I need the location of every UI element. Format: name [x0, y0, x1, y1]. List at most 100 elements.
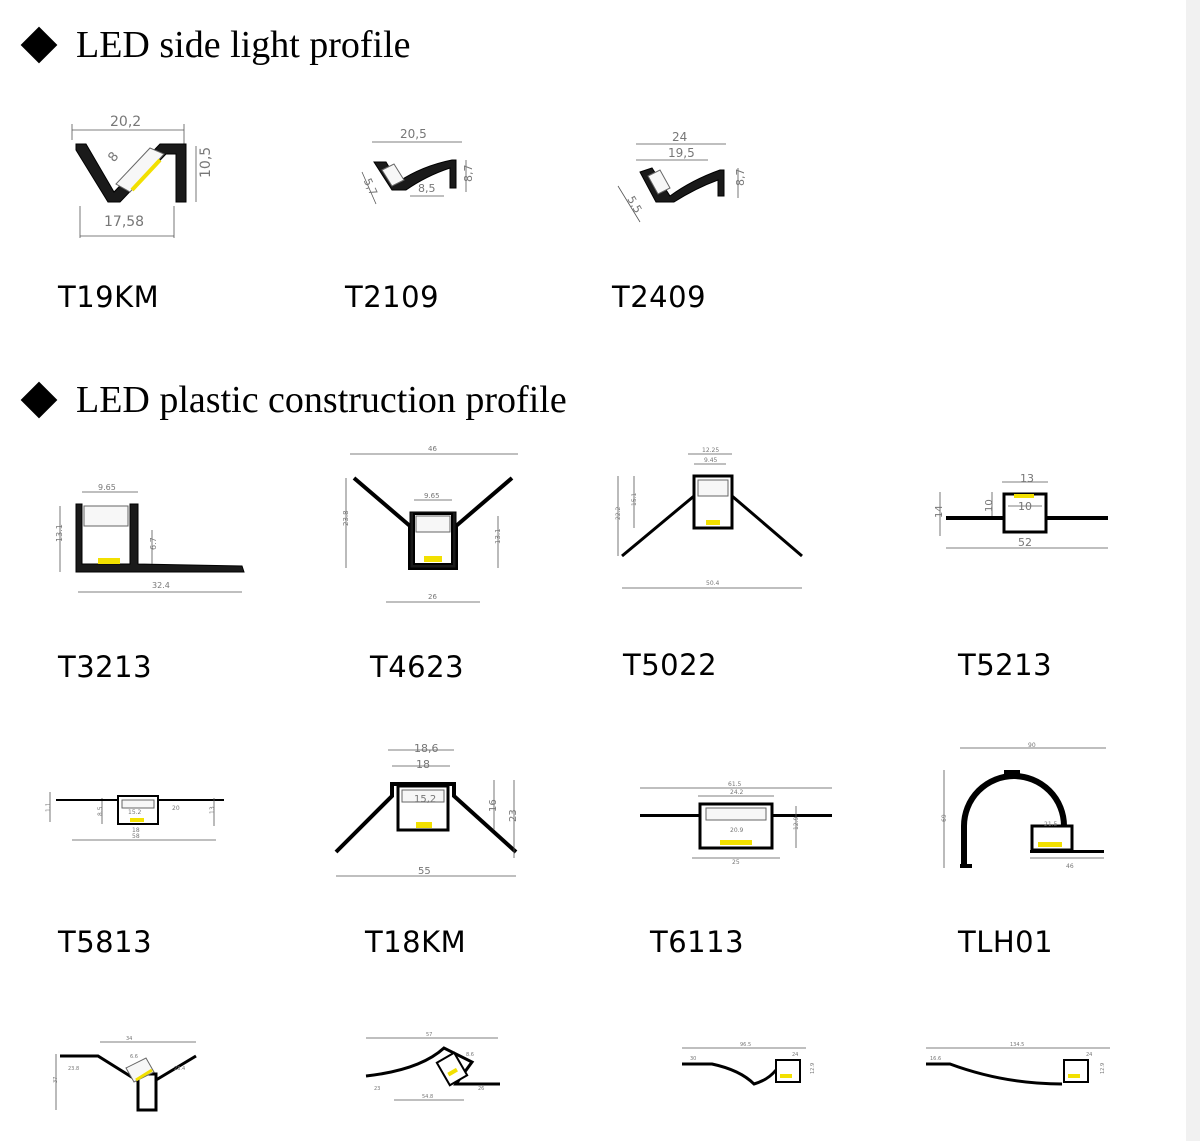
- profile-code-t2109: T2109: [345, 280, 440, 314]
- dim-label: 12.9: [793, 816, 800, 830]
- dim-label: 20,5: [400, 127, 427, 141]
- profile-code-t5022: T5022: [623, 648, 718, 682]
- dim-label: 30: [690, 1056, 696, 1062]
- dim-label: 8.5: [97, 806, 104, 816]
- profile-drawing-tlh01: 90 69 21.5 46: [930, 740, 1110, 874]
- dim-label: 14: [934, 505, 945, 518]
- profile-code-t2409: T2409: [612, 280, 707, 314]
- dim-label: 90: [1028, 742, 1036, 749]
- profile-drawing-t6113: 61.5 24.2 20.9 25 12.9: [636, 778, 836, 874]
- dim-label: 18: [416, 758, 430, 771]
- dim-label: 54.8: [422, 1094, 433, 1100]
- profile-code-t4623: T4623: [370, 650, 465, 684]
- dim-label: 37: [53, 1077, 59, 1083]
- dim-label: 10: [984, 499, 995, 512]
- dim-label: 46: [1066, 863, 1074, 870]
- dim-label: 18,6: [414, 742, 439, 755]
- page-edge-shade: [1186, 0, 1200, 1141]
- profile-drawing-t4623: 46 23.8 9.65 13.1 26: [330, 440, 530, 610]
- dim-label: 50.4: [706, 580, 720, 587]
- dim-label: 20: [172, 805, 180, 812]
- dim-label: 23.8: [342, 510, 350, 526]
- profile-drawing-row4-d: 134.5 16.6 24 12.9: [924, 1040, 1124, 1100]
- dim-label: 23.4: [174, 1066, 185, 1072]
- dim-label: 8,7: [462, 165, 475, 183]
- dim-label: 19,5: [668, 146, 695, 160]
- dim-label: 24.2: [730, 789, 744, 796]
- dim-label: 16.6: [930, 1056, 941, 1062]
- dim-label: 5,7: [361, 176, 380, 197]
- dim-label: 52: [1018, 536, 1032, 549]
- profile-code-tlh01: TLH01: [958, 925, 1054, 959]
- profile-drawing-t18km: 18,6 18 15,2 16 23 55: [330, 740, 530, 880]
- dim-label: 24: [672, 130, 687, 144]
- profile-drawing-t3213: 9.65 13.1 6.7 32.4: [46, 480, 256, 600]
- dim-label: 25: [732, 859, 740, 866]
- dim-label: 13.1: [55, 524, 64, 542]
- dim-label: 8,5: [418, 182, 436, 195]
- profile-drawing-t5213: 13 14 10 10 52: [926, 470, 1116, 556]
- profile-code-t3213: T3213: [58, 650, 153, 684]
- dim-label: 15,2: [414, 794, 436, 805]
- section-title-text: LED side light profile: [76, 24, 411, 66]
- profile-drawing-row4-c: 96.5 30 24 12.9: [680, 1040, 830, 1100]
- dim-label: 26: [428, 593, 437, 601]
- section-title-text: LED plastic construction profile: [76, 379, 567, 421]
- profile-drawing-t5813: 1.1 8.5 15.2 18 58 20 13: [40, 782, 230, 852]
- dim-label: 24: [1086, 1052, 1092, 1058]
- dim-label: 9.45: [704, 457, 718, 464]
- dim-label: 5,5: [624, 194, 644, 216]
- dim-label: 12.9: [810, 1063, 816, 1074]
- dim-label: 13.1: [494, 528, 502, 544]
- diamond-bullet-icon: [20, 26, 58, 64]
- profile-drawing-row4-b: 57 8.6 23 26 54.8: [360, 1030, 510, 1106]
- dim-label: 6.7: [149, 537, 158, 550]
- profile-code-t5213: T5213: [958, 648, 1053, 682]
- dim-label: 46: [428, 445, 437, 453]
- dim-label: 24: [792, 1052, 798, 1058]
- dim-label: 8,7: [734, 169, 747, 187]
- dim-label: 12.9: [1100, 1063, 1106, 1074]
- dim-label: 15.1: [631, 492, 638, 506]
- profile-drawing-t5022: 12.25 9.45 22.2 15.1 50.4: [610, 444, 810, 594]
- dim-label: 21.5: [1044, 821, 1058, 828]
- section-title-side-light: LED side light profile: [18, 26, 411, 64]
- profile-code-t6113: T6113: [650, 925, 745, 959]
- dim-label: 9.65: [424, 492, 440, 500]
- dim-label: 13: [1020, 472, 1034, 485]
- section-title-plastic-construction: LED plastic construction profile: [18, 381, 567, 419]
- profile-drawing-t2109: 20,5 5,7 8,5 8,7: [352, 126, 482, 216]
- profile-drawing-row4-a: 34 37 23.8 23.4 6.6: [50, 1034, 200, 1114]
- dim-label: 10,5: [198, 147, 214, 178]
- dim-label: 8: [105, 149, 122, 165]
- dim-label: 8.6: [466, 1052, 474, 1058]
- profile-drawing-t19km: 20,2 8 10,5 17,58: [68, 110, 218, 240]
- dim-label: 20.9: [730, 827, 744, 834]
- dim-label: 13: [209, 806, 216, 814]
- dim-label: 69: [941, 814, 948, 822]
- profile-code-t19km: T19KM: [58, 280, 160, 314]
- dim-label: 32.4: [152, 581, 170, 590]
- dim-label: 1.1: [45, 802, 52, 812]
- dim-label: 96.5: [740, 1042, 751, 1048]
- dim-label: 61.5: [728, 781, 742, 788]
- dim-label: 55: [418, 866, 431, 877]
- dim-label: 23.8: [68, 1066, 79, 1072]
- dim-label: 17,58: [104, 214, 144, 230]
- dim-label: 26: [478, 1086, 484, 1092]
- dim-label: 18: [132, 827, 140, 834]
- dim-label: 10: [1018, 500, 1032, 513]
- dim-label: 22.2: [615, 506, 622, 520]
- dim-label: 20,2: [110, 114, 141, 130]
- dim-label: 23: [508, 809, 519, 822]
- dim-label: 58: [132, 833, 140, 840]
- profile-code-t5813: T5813: [58, 925, 153, 959]
- dim-label: 6.6: [130, 1054, 138, 1060]
- dim-label: 9.65: [98, 483, 116, 492]
- dim-label: 34: [126, 1036, 132, 1042]
- diamond-bullet-icon: [20, 381, 58, 419]
- profile-code-t18km: T18KM: [365, 925, 467, 959]
- dim-label: 16: [488, 799, 499, 812]
- dim-label: 134.5: [1010, 1042, 1024, 1048]
- profile-drawing-t2409: 24 19,5 5,5 8,7: [612, 130, 752, 230]
